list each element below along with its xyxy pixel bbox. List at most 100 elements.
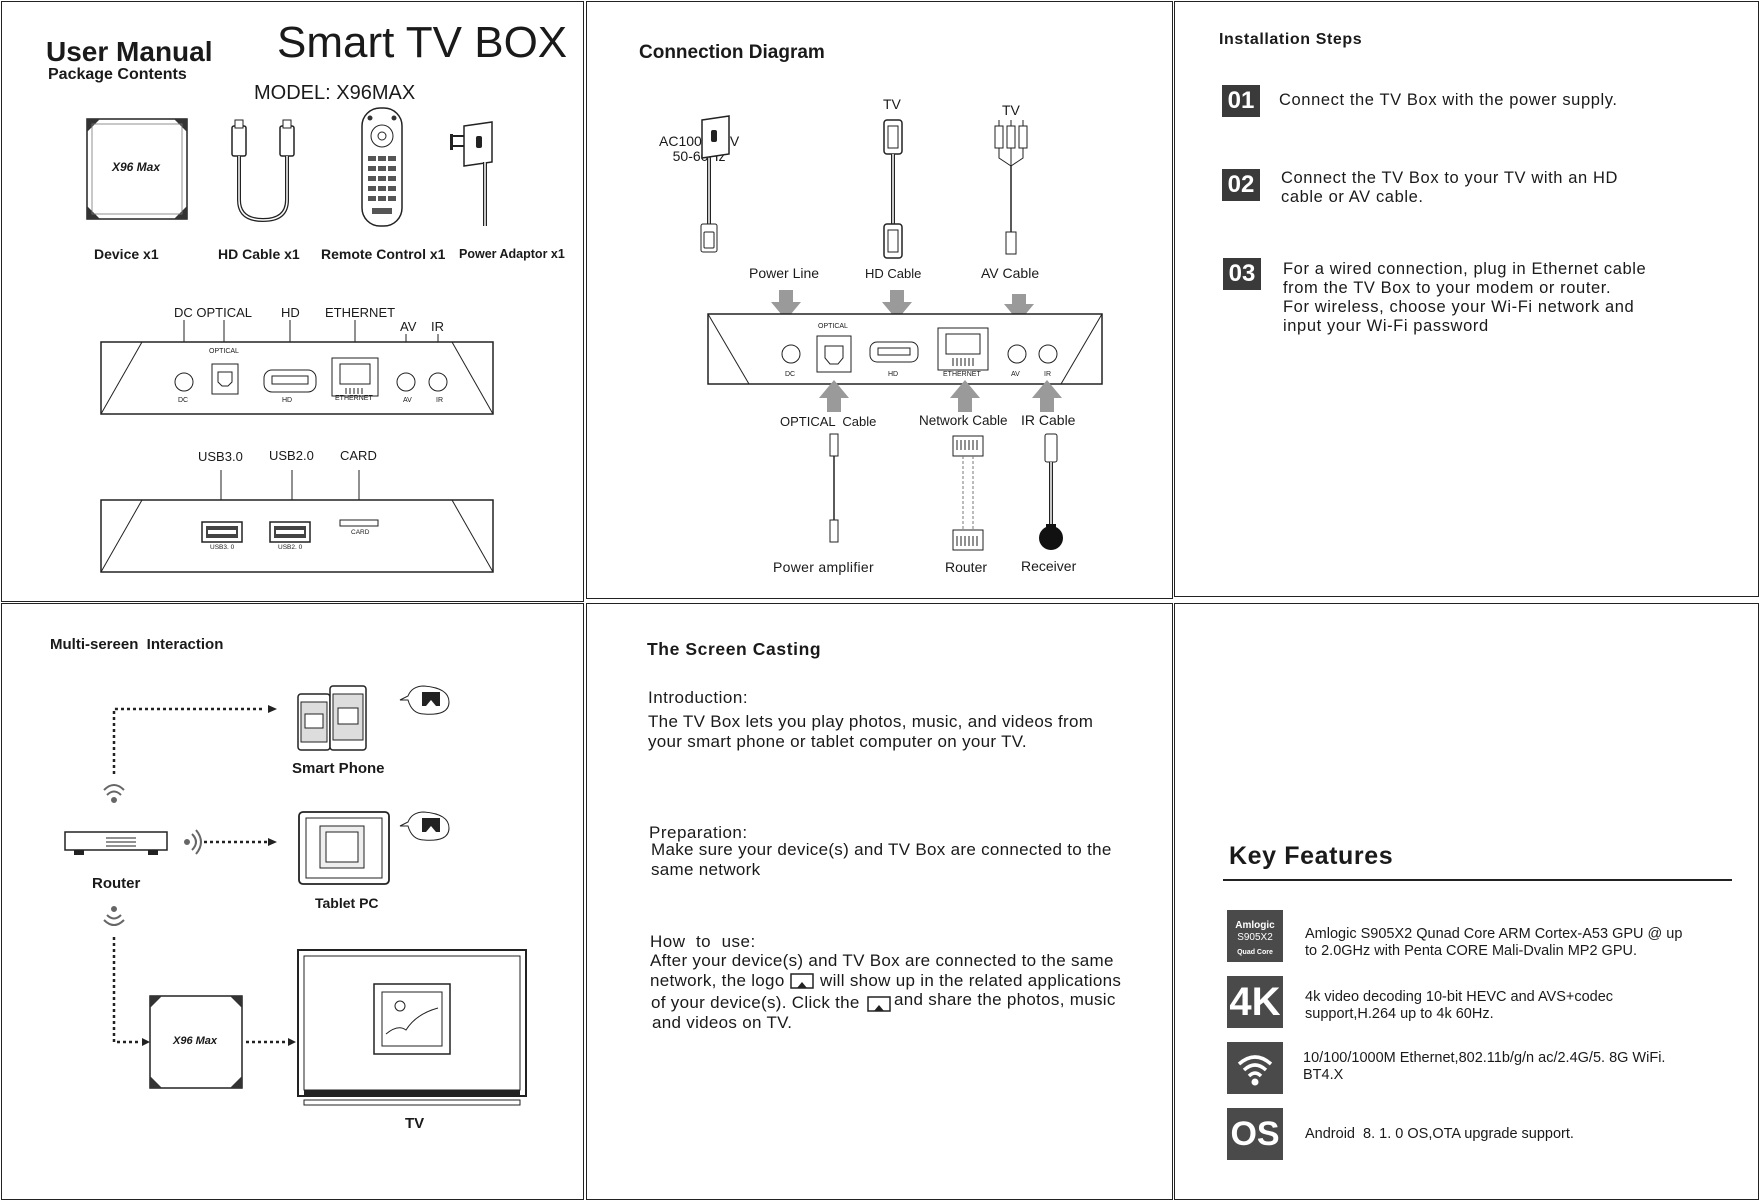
device-label-power-amplifier: Power amplifier [773,559,874,575]
rear-small-ir: IR [436,397,443,404]
package-contents-heading: Package Contents [48,66,187,83]
tablet-icon [298,811,390,885]
package-item-hd-cable: HD Cable x1 [218,246,300,262]
top-cables-diagram [700,115,1103,551]
smart-tv-box-title: Smart TV BOX [277,18,568,67]
rear-label-dc-optical: DC OPTICAL [174,305,253,320]
user-manual-title: User Manual [46,36,213,67]
cable-label-power-line: Power Line [749,265,820,281]
how-to-use-line3a: of your device(s). Click the [651,993,860,1012]
side-label-card: CARD [340,448,377,463]
step-number-02: 02 [1222,169,1260,201]
tv-label-2: TV [1002,102,1020,118]
power-adaptor-icon [450,121,493,226]
preparation-heading: Preparation: [649,823,748,842]
rear-small-av: AV [403,397,412,404]
multi-device-logo: X96 Max [173,1035,218,1047]
side-small-card: CARD [351,529,370,536]
introduction-body: The TV Box lets you play photos, music, … [648,712,1094,751]
box-small-optical: OPTICAL [818,323,848,330]
rear-label-hd: HD [281,305,300,320]
cable-label-hd-cable: HD Cable [865,266,922,281]
step-text-03: For a wired connection, plug in Ethernet… [1283,260,1647,335]
tv-box-rear-diagram [707,313,1103,385]
wifi-signal-icon [103,784,202,926]
how-to-use-line3b: and share the photos, music [894,990,1116,1009]
device-label-receiver: Receiver [1021,558,1077,574]
multi-screen-title: Multi-sereen Interaction [50,636,224,653]
side-label-usb20: USB2.0 [269,448,314,463]
label-smart-phone: Smart Phone [292,760,385,777]
key-features-title: Key Features [1229,842,1394,870]
device-box-icon [149,995,243,1089]
installation-steps-title: Installation Steps [1219,31,1363,48]
cast-icon [867,996,891,1012]
label-tablet-pc: Tablet PC [315,895,379,911]
step-text-01: Connect the TV Box with the power supply… [1279,91,1618,109]
av-cable-icon [994,120,1028,255]
smart-phone-icon [297,685,367,751]
optical-cable-icon [829,433,839,543]
box-small-ir: IR [1044,371,1051,378]
feature-text-cpu: Amlogic S905X2 Qunad Core ARM Cortex-A53… [1305,926,1683,959]
cable-label-ir: IR Cable [1021,412,1076,428]
rear-panel-diagram [100,320,494,415]
power-plug-icon [700,115,730,253]
wifi-icon [1227,1042,1283,1094]
step-number-01: 01 [1222,85,1260,117]
step-number-03: 03 [1223,258,1261,290]
tv-icon [297,949,527,1106]
box-small-hd: HD [888,371,899,378]
preparation-body: Make sure your device(s) and TV Box are … [651,840,1112,879]
feature-text-4k: 4k video decoding 10-bit HEVC and AVS+co… [1305,989,1614,1022]
router-icon [64,831,168,855]
how-to-use-line2a: network, the logo [650,971,785,990]
feature-text-os: Android 8. 1. 0 OS,OTA upgrade support. [1305,1126,1574,1142]
os-icon: OS [1227,1108,1283,1160]
panel-multi-screen: Multi-sereen Interaction [1,603,584,1200]
key-features-divider [1223,879,1732,881]
model-label: MODEL: X96MAX [254,82,416,104]
rear-small-dc: DC [178,397,189,404]
label-router: Router [92,875,141,892]
rear-small-ethernet: ETHERNET [335,395,373,402]
device-box-icon [86,118,188,220]
panel-key-features: Key Features Amlogic S905X2 Quad Core Am… [1174,603,1759,1200]
box-small-ethernet: ETHERNET [943,371,981,378]
panel-screen-casting: The Screen Casting Introduction: The TV … [586,603,1173,1200]
step-text-02: Connect the TV Box to your TV with an HD… [1281,169,1619,206]
box-small-dc: DC [785,371,796,378]
how-to-use-line2b: will show up in the related applications [815,971,1122,990]
screen-casting-title: The Screen Casting [647,639,822,659]
rear-label-ir: IR [431,319,444,334]
panel-installation-steps: Installation Steps 01 Connect the TV Box… [1174,1,1759,597]
cable-label-network: Network Cable [919,413,1008,428]
cast-icon [790,973,814,989]
box-small-av: AV [1011,371,1020,378]
side-label-usb30: USB3.0 [198,449,243,464]
rear-label-av: AV [400,319,417,334]
panel-connection-diagram: Connection Diagram AC100-240V 50-60Hz TV… [586,1,1173,599]
tv-label-1: TV [883,96,901,112]
device-label-router: Router [945,559,988,575]
multi-screen-diagram [64,685,527,1106]
how-to-use-line1: After your device(s) and TV Box are conn… [650,951,1114,970]
cable-label-optical: OPTICAL Cable [780,414,877,429]
4k-icon: 4K [1227,976,1283,1028]
device-image: X96 Max [86,118,188,220]
amlogic-chip-icon: Amlogic S905X2 Quad Core [1227,910,1283,962]
remote-control-icon [361,107,403,227]
hd-cable-vertical-icon [883,119,903,259]
side-panel-diagram [100,470,494,573]
label-tv: TV [405,1115,425,1132]
device-logo: X96 Max [112,160,161,174]
package-item-remote: Remote Control x1 [321,246,446,262]
side-small-usb20: USB2. 0 [278,544,303,551]
cast-bubble-icon [399,685,450,841]
ir-cable-icon [1039,433,1063,550]
side-small-usb30: USB3. 0 [210,544,235,551]
connection-diagram-title: Connection Diagram [639,42,825,63]
cable-label-av-cable: AV Cable [981,265,1040,281]
rear-small-optical: OPTICAL [209,348,239,355]
panel-package-contents: User Manual Package Contents Smart TV BO… [1,1,584,602]
